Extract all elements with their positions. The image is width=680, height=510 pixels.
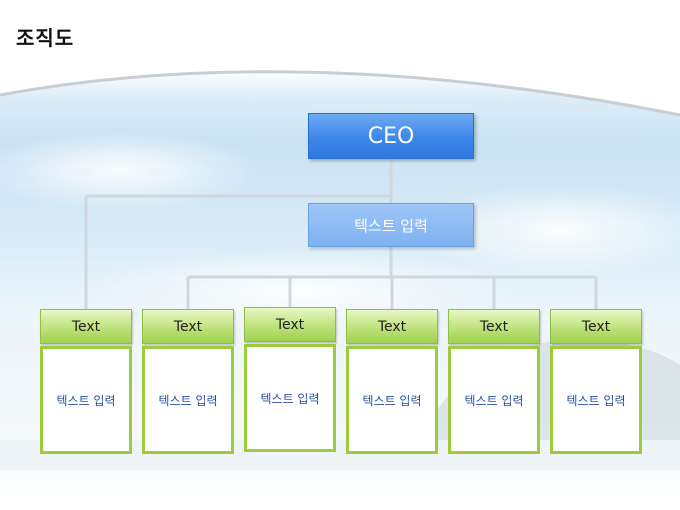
- ceo-box: CEO: [308, 113, 474, 159]
- column-header: Text: [244, 307, 336, 342]
- column-header: Text: [40, 309, 132, 344]
- page-title: 조직도: [16, 26, 75, 50]
- column-header-label: Text: [581, 318, 611, 335]
- column-body-label: 텍스트 입력: [464, 393, 524, 408]
- column-body: 텍스트 입력: [550, 346, 642, 454]
- column-body-label: 텍스트 입력: [56, 393, 116, 408]
- column-header-label: Text: [71, 318, 101, 335]
- column-body: 텍스트 입력: [40, 346, 132, 454]
- column-body-label: 텍스트 입력: [158, 393, 218, 408]
- column-body-label: 텍스트 입력: [362, 393, 422, 408]
- cloud-shape: [0, 130, 260, 210]
- top-arc-edge: [0, 70, 680, 117]
- column-body: 텍스트 입력: [142, 346, 234, 454]
- column-body: 텍스트 입력: [346, 346, 438, 454]
- column-header-label: Text: [479, 318, 509, 335]
- ceo-label: CEO: [367, 123, 415, 149]
- column-header-label: Text: [275, 316, 305, 333]
- connectors: [84, 159, 598, 309]
- column-header-label: Text: [173, 318, 203, 335]
- column-header: Text: [346, 309, 438, 344]
- sub-label: 텍스트 입력: [354, 216, 428, 235]
- column-header: Text: [142, 309, 234, 344]
- column-header: Text: [550, 309, 642, 344]
- column-body-label: 텍스트 입력: [566, 393, 626, 408]
- column-header-label: Text: [377, 318, 407, 335]
- column-body: 텍스트 입력: [244, 344, 336, 452]
- sub-box: 텍스트 입력: [308, 203, 474, 247]
- cloud-shape: [410, 185, 680, 275]
- column-body: 텍스트 입력: [448, 346, 540, 454]
- column-header: Text: [448, 309, 540, 344]
- column-body-label: 텍스트 입력: [260, 391, 320, 406]
